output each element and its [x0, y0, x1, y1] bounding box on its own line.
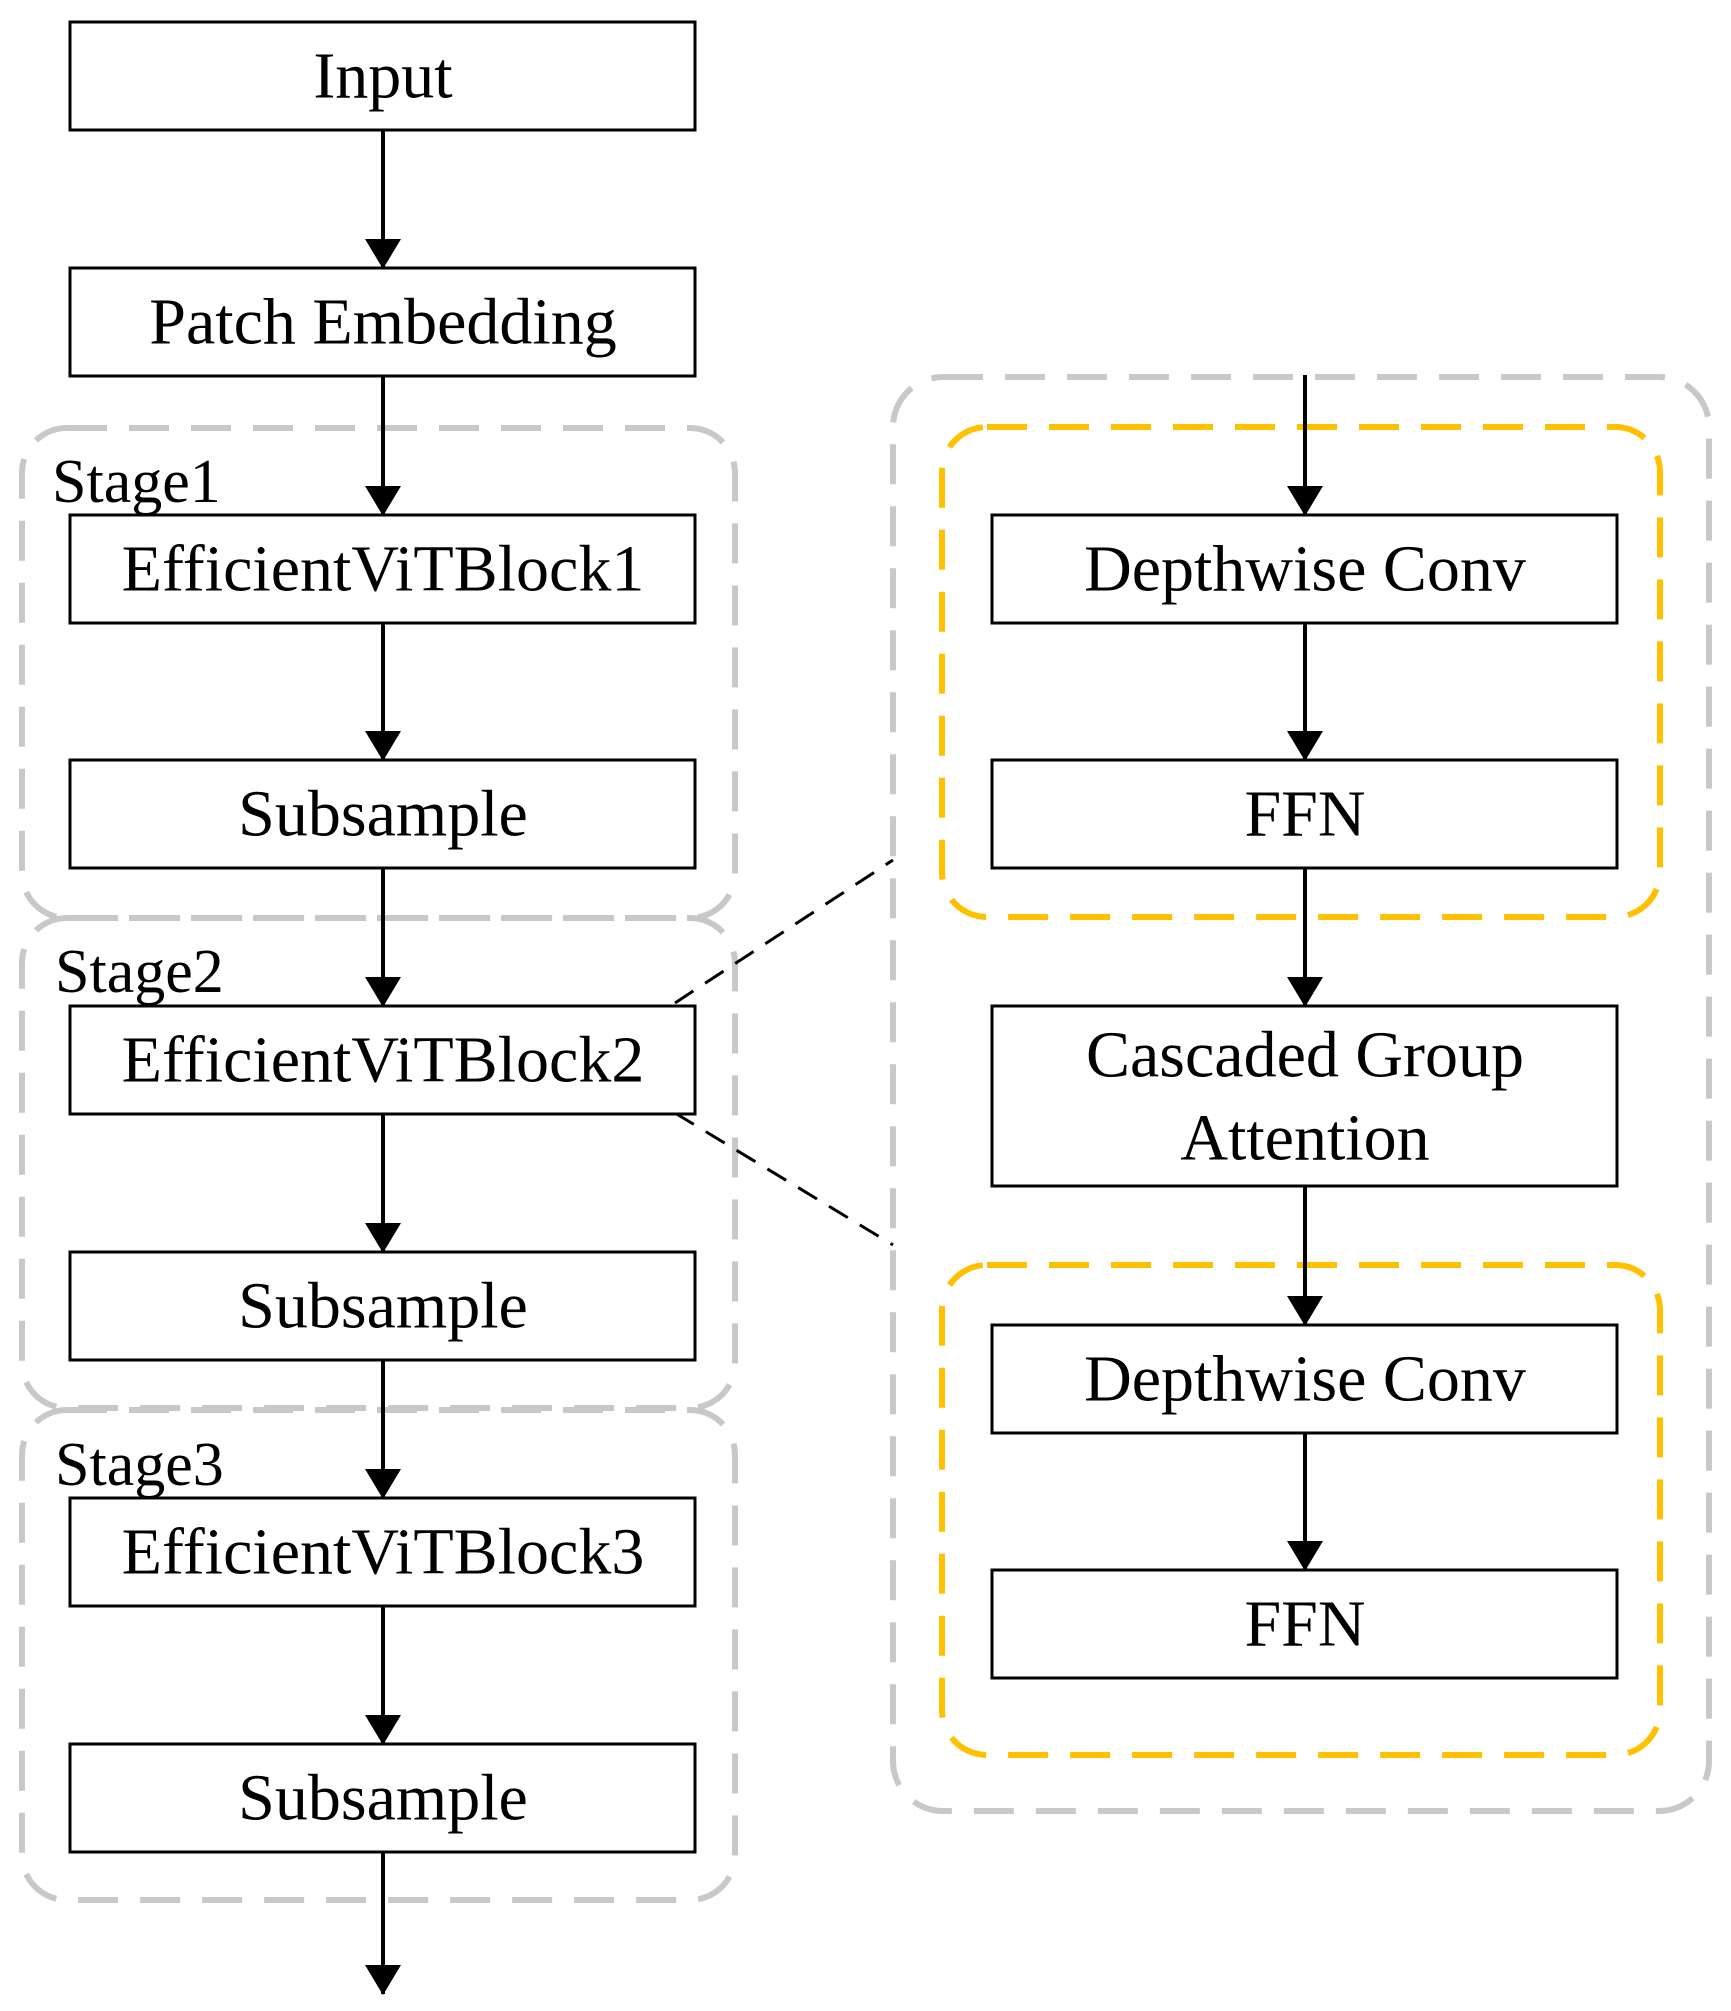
patch-embedding-label: Patch Embedding: [149, 286, 616, 359]
cascaded-group-attention-node: Cascaded Group Attention: [990, 1004, 1619, 1188]
efficientvit-block1-node: EfficientViTBlock1: [68, 513, 697, 625]
stage1-subsample-node: Subsample: [68, 758, 697, 870]
input-label: Input: [313, 40, 452, 113]
stage3-subsample-label: Subsample: [238, 1762, 528, 1835]
efficientvit-block2-label: EfficientViTBlock2: [122, 1024, 645, 1097]
top-depthwise-conv-node: Depthwise Conv: [990, 513, 1619, 625]
efficientvit-block3-label: EfficientViTBlock3: [122, 1516, 645, 1589]
top-repeat-container: [939, 424, 1663, 920]
top-ffn-label: FFN: [1244, 778, 1365, 851]
stage2-container: [19, 915, 738, 1411]
stage2-label: Stage2: [55, 938, 224, 1006]
bottom-depthwise-conv-node: Depthwise Conv: [990, 1323, 1619, 1435]
block-detail-container: [890, 374, 1712, 1814]
attention-label-line1: Cascaded Group: [1086, 1019, 1524, 1092]
top-depthwise-conv-label: Depthwise Conv: [1084, 533, 1526, 606]
stage2-subsample-label: Subsample: [238, 1270, 528, 1343]
stage3-label: Stage3: [55, 1431, 224, 1499]
stage1-container: [19, 425, 738, 921]
input-node: Input: [68, 20, 697, 132]
detail-connector-bottom: [674, 1111, 894, 1247]
bottom-repeat-container: [939, 1262, 1663, 1758]
detail-connector-top: [674, 858, 894, 1005]
stage3-container: [19, 1407, 738, 1903]
top-ffn-node: FFN: [990, 758, 1619, 870]
bottom-ffn-label: FFN: [1244, 1588, 1365, 1661]
bottom-ffn-node: FFN: [990, 1568, 1619, 1680]
efficientvit-block1-label: EfficientViTBlock1: [122, 533, 645, 606]
stage2-subsample-node: Subsample: [68, 1250, 697, 1362]
efficientvit-block2-node: EfficientViTBlock2: [68, 1004, 697, 1116]
patch-embedding-node: Patch Embedding: [68, 266, 697, 378]
stage1-subsample-label: Subsample: [238, 778, 528, 851]
attention-label-line2: Attention: [1180, 1102, 1429, 1175]
stage3-subsample-node: Subsample: [68, 1742, 697, 1854]
bottom-depthwise-conv-label: Depthwise Conv: [1084, 1343, 1526, 1416]
stage1-label: Stage1: [52, 448, 221, 516]
efficientvit-block3-node: EfficientViTBlock3: [68, 1496, 697, 1608]
